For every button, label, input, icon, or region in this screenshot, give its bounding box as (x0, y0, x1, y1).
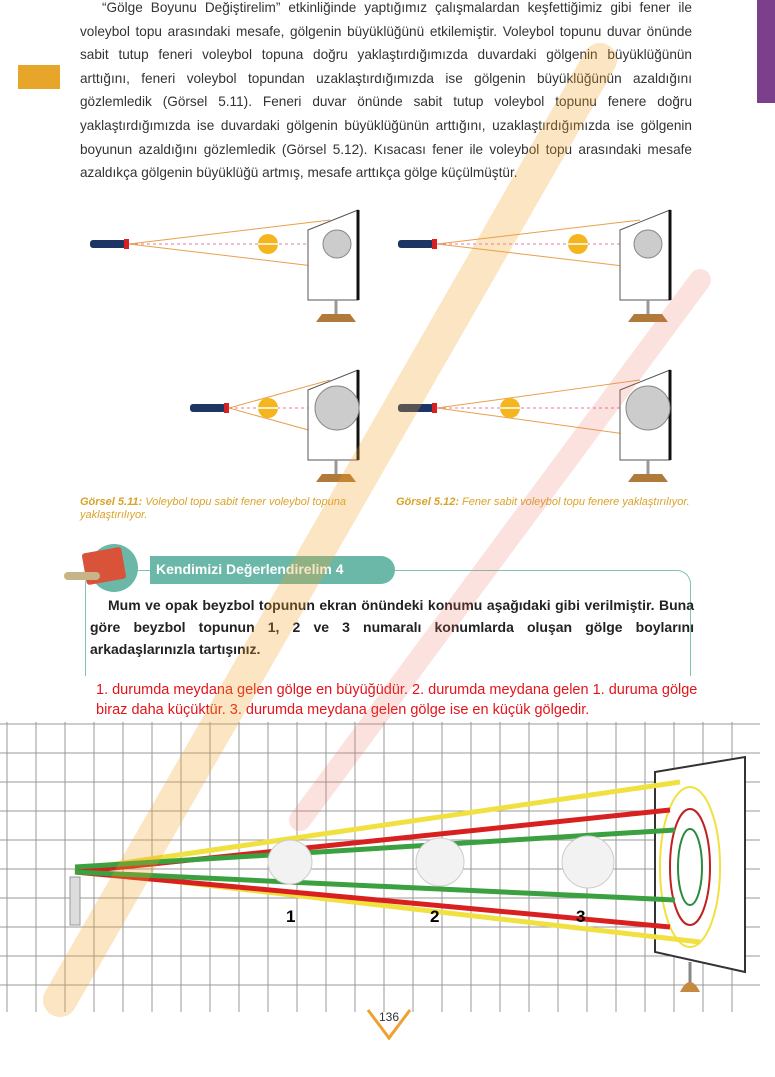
diagram-5-12-a (398, 208, 672, 324)
shadow-outline-3 (677, 828, 703, 906)
ray-yellow-top (74, 779, 681, 873)
question: Mum ve opak beyzbol topunun ekran önünde… (90, 597, 694, 657)
shadow-outline-2 (669, 808, 711, 926)
caption-5-11: Görsel 5.11: Voleybol topu sabit fener v… (80, 496, 390, 522)
caption-label: Görsel 5.12: (396, 496, 459, 508)
question-text: Mum ve opak beyzbol topunun ekran önünde… (90, 594, 694, 660)
baseball-1 (267, 839, 313, 885)
position-label: 3 (576, 907, 585, 926)
diagram-5-11-a (90, 208, 360, 324)
ray-green-bottom (74, 869, 676, 903)
caption-text: Voleybol topu sabit fener voleybol topun… (80, 496, 347, 521)
ray-green-top (74, 827, 676, 870)
baseball-2 (415, 837, 465, 887)
paragraph-text: “Gölge Boyunu Değiştirelim” etkinliğinde… (80, 0, 692, 181)
page-number: 136 (378, 1010, 400, 1024)
diagram-5-12-b (398, 368, 672, 484)
book-icon (64, 544, 138, 592)
ray-red-bottom (74, 869, 671, 930)
screen (654, 755, 746, 992)
body-paragraph: “Gölge Boyunu Değiştirelim” etkinliğinde… (80, 0, 692, 185)
page-number-badge (366, 1009, 412, 1041)
section-title: Kendimizi Değerlendirelim 4 (150, 556, 395, 584)
diagram-5-11-b (190, 368, 360, 484)
answer-text: 1. durumda meydana gelen gölge en büyüğü… (96, 682, 698, 718)
candle-grid-diagram: 1 2 3 (0, 722, 760, 1012)
candle-icon (69, 876, 81, 926)
caption-text: Fener sabit voleybol topu fenere yaklaşt… (458, 496, 690, 508)
chapter-tab (757, 0, 775, 103)
flashlight-diagrams (90, 208, 672, 484)
position-label: 2 (430, 907, 439, 926)
caption-label: Görsel 5.11: (80, 496, 143, 508)
caption-5-12: Görsel 5.12: Fener sabit voleybol topu f… (396, 496, 690, 509)
grid (0, 722, 760, 1012)
baseball-3 (561, 835, 615, 889)
shadow-outline-1 (659, 786, 721, 948)
margin-marker (18, 65, 60, 89)
position-label: 1 (286, 907, 295, 926)
